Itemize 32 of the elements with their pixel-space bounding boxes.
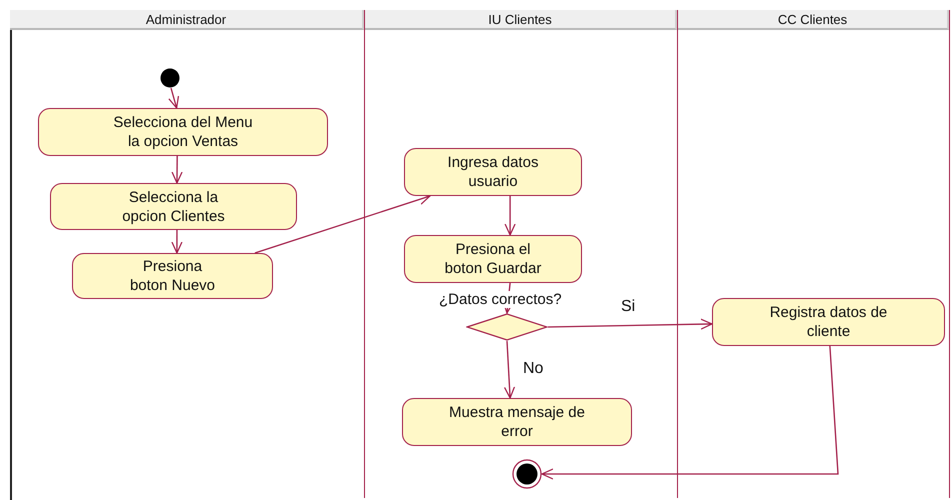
start-node <box>160 68 180 88</box>
control-flow-arrow <box>541 346 839 480</box>
swimlane <box>678 10 950 498</box>
action-text: Selecciona la opcion Clientes <box>121 188 226 226</box>
control-flow-arrow <box>504 196 516 236</box>
control-flow-arrow <box>168 88 180 109</box>
action-box <box>72 253 273 299</box>
control-flow-arrow <box>548 318 713 330</box>
end-node <box>512 459 542 489</box>
action-text: Presiona el boton Guardar <box>444 240 542 278</box>
decision-diamond <box>466 313 548 341</box>
action-text: Presiona boton Nuevo <box>128 257 216 295</box>
control-flow-arrow <box>171 156 183 184</box>
action-text: Selecciona del Menu la opcion Ventas <box>112 113 254 151</box>
action-box <box>402 398 632 446</box>
action-box <box>712 298 945 346</box>
action-text: Muestra mensaje de error <box>448 403 586 441</box>
swimlane <box>365 10 678 498</box>
control-flow-arrow <box>254 194 431 254</box>
action-box <box>404 235 582 283</box>
control-flow-arrow <box>171 230 183 254</box>
lane-header: IU Clientes <box>365 10 677 30</box>
action-box <box>38 108 328 156</box>
action-box <box>50 183 297 230</box>
swimlane <box>10 10 365 498</box>
control-flow-arrow <box>504 340 516 399</box>
action-box <box>404 148 582 196</box>
guard-label: ¿Datos correctos? <box>438 291 563 308</box>
action-text: Registra datos de cliente <box>768 303 888 341</box>
lane-header: Administrador <box>10 10 364 30</box>
action-text: Ingresa datos usuario <box>446 153 540 191</box>
lane-header: CC Clientes <box>678 10 949 30</box>
